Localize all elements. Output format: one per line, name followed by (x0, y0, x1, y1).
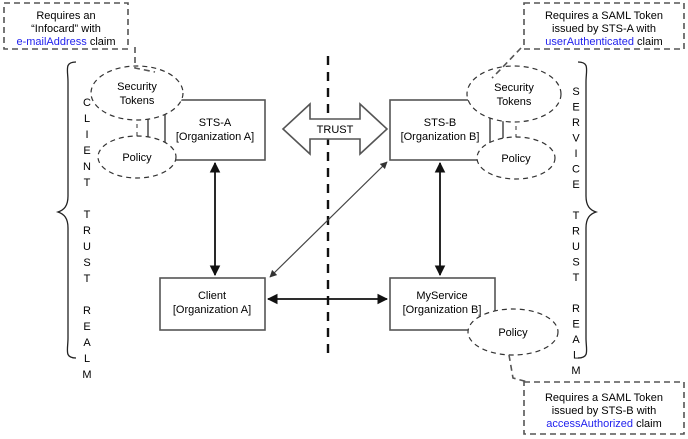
service-realm-letter: T (573, 210, 580, 222)
policy-sts-b[interactable] (476, 136, 556, 180)
node-client-label-line2: [Organization A] (173, 304, 251, 316)
callout-infocard-claim-suffix: claim (87, 36, 116, 48)
callout-infocard-tail (134, 47, 156, 73)
service-realm-letter: E (572, 319, 579, 331)
node-myservice-label-line2: [Organization B] (403, 304, 482, 316)
node-sts-a[interactable] (164, 99, 266, 161)
service-realm-letter: E (572, 102, 579, 114)
callout-infocard-claim: e-mailAddress (16, 36, 87, 48)
client-realm-letter: E (83, 145, 90, 157)
service-realm-letter: L (573, 350, 579, 362)
service-realm-letter: I (574, 148, 577, 160)
trust-label: TRUST (317, 124, 354, 136)
callout-infocard-line-1: Requires an (36, 10, 95, 22)
client-realm-letter: E (83, 321, 90, 333)
callout-saml-sts-b-line-1: Requires a SAML Token (545, 392, 663, 404)
node-sts-b-label-line1: STS-B (424, 117, 456, 129)
service-realm-brace (577, 61, 599, 359)
node-myservice-label-line1: MyService (416, 290, 467, 302)
node-client-label-line1: Client (198, 290, 226, 302)
callout-saml-sts-a-claim-suffix: claim (634, 36, 663, 48)
client-realm-letter: M (82, 369, 91, 381)
service-realm-letter: E (572, 179, 579, 191)
client-realm-brace (55, 61, 77, 359)
client-realm-letter: U (83, 241, 91, 253)
callout-infocard-line-3: e-mailAddress claim (16, 36, 115, 48)
callout-saml-sts-a-line-2: issued by STS-A with (552, 23, 656, 35)
policy-sts-b-label: Policy (501, 153, 531, 165)
node-sts-a-label-line1: STS-A (199, 117, 232, 129)
callout-infocard-box (3, 2, 129, 50)
security-tokens-b-label-line2: Tokens (497, 96, 532, 108)
callout-saml-sts-b-line-3: accessAuthorized claim (546, 418, 662, 430)
service-realm-letter: V (572, 133, 580, 145)
node-sts-b-label-line2: [Organization B] (401, 131, 480, 143)
service-realm-letter: S (572, 86, 579, 98)
client-realm-letter: I (85, 129, 88, 141)
trust-block-arrow (281, 102, 389, 156)
security-tokens-b[interactable] (466, 65, 562, 123)
service-realm-letter: S (572, 257, 579, 269)
service-realm-letter: R (572, 226, 580, 238)
client-realm-letter: T (84, 177, 91, 189)
callout-saml-sts-b-claim: accessAuthorized (546, 418, 633, 430)
security-tokens-a-label-line2: Tokens (120, 95, 155, 107)
service-realm-letter: U (572, 241, 580, 253)
connector-client-sts-b (269, 161, 388, 278)
client-realm-letter: C (83, 97, 91, 109)
callout-infocard-line-2: “Infocard” with (31, 23, 101, 35)
policy-sts-a-label: Policy (122, 152, 152, 164)
client-realm-letter: R (83, 305, 91, 317)
client-realm-letter: N (83, 161, 91, 173)
service-realm-letter: T (573, 272, 580, 284)
service-realm-letter: R (572, 303, 580, 315)
callout-saml-sts-a-tail (491, 47, 522, 79)
service-realm-letter: C (572, 164, 580, 176)
service-realm-letter: A (572, 334, 580, 346)
service-realm-letter: M (571, 365, 580, 377)
security-tokens-b-label-line1: Security (494, 82, 534, 94)
client-realm-letter: L (84, 113, 90, 125)
client-realm-letter: S (83, 257, 90, 269)
callout-saml-sts-a-line-3: userAuthenticated claim (545, 36, 662, 48)
callout-saml-sts-a-claim: userAuthenticated (545, 36, 634, 48)
callout-saml-sts-a-line-1: Requires a SAML Token (545, 10, 663, 22)
node-client[interactable] (159, 277, 266, 331)
callout-saml-sts-b-box (523, 381, 685, 435)
policy-myservice[interactable] (467, 308, 559, 356)
node-sts-a-label-line2: [Organization A] (176, 131, 254, 143)
policy-myservice-label: Policy (498, 327, 528, 339)
security-tokens-a-label-line1: Security (117, 81, 157, 93)
client-realm-letter: T (84, 209, 91, 221)
callout-saml-sts-a-box (523, 2, 685, 50)
client-realm-letter: T (84, 273, 91, 285)
client-realm-letter: A (83, 337, 91, 349)
service-realm-letter: R (572, 117, 580, 129)
security-tokens-a[interactable] (90, 65, 184, 121)
policy-sts-a[interactable] (97, 135, 177, 179)
client-realm-letter: R (83, 225, 91, 237)
callout-saml-sts-b-line-2: issued by STS-B with (552, 405, 657, 417)
callout-saml-sts-b-tail (508, 354, 529, 383)
node-sts-b[interactable] (389, 99, 491, 161)
callout-saml-sts-b-claim-suffix: claim (633, 418, 662, 430)
client-realm-letter: L (84, 353, 90, 365)
